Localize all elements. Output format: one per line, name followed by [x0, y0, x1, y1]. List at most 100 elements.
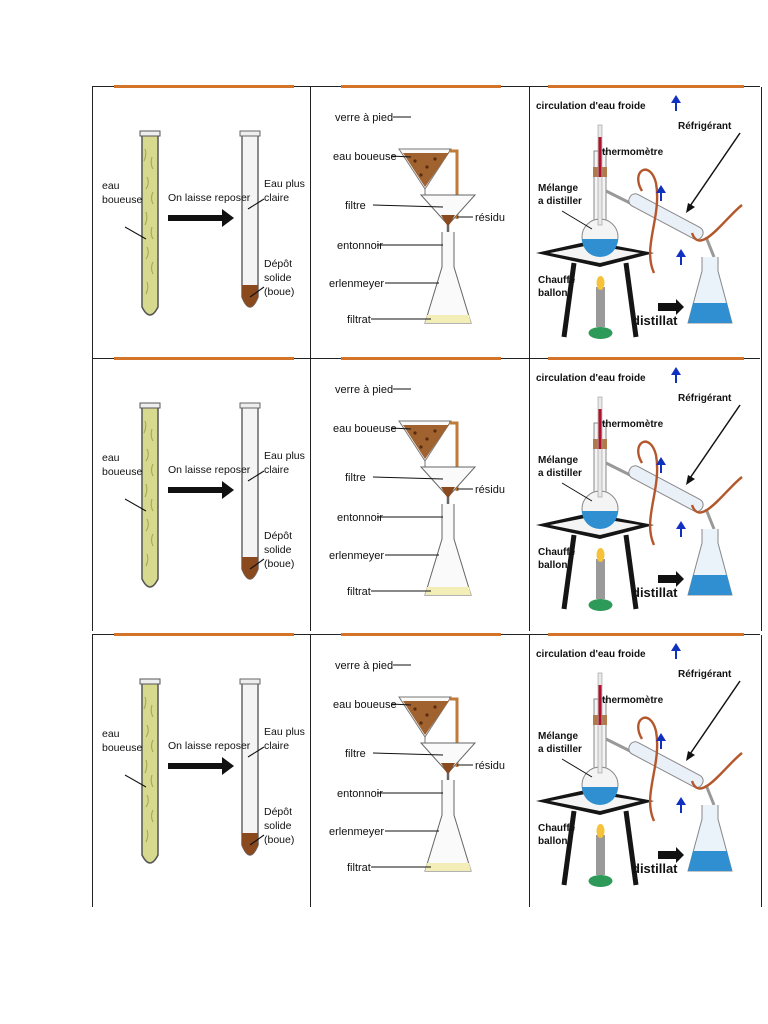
flow-arrows — [656, 367, 686, 537]
label-cold-water: circulation d'eau froide — [536, 649, 646, 660]
big-right-arrow — [168, 209, 234, 227]
flow-arrows — [656, 95, 686, 265]
pointer-line — [372, 204, 444, 208]
bunsen-burner — [588, 276, 613, 339]
water-tube — [637, 440, 659, 546]
big-right-arrow — [168, 481, 234, 499]
pointer-line — [390, 427, 412, 430]
pointer-arrowhead — [686, 475, 695, 485]
receiving-flask — [687, 257, 733, 324]
label-heater-1: Chauffe — [538, 275, 576, 286]
label-let-settle: On laisse reposer — [168, 192, 251, 204]
decantation-panel: eau boueuse On laisse reposer Eau plus c… — [92, 633, 310, 907]
distillation-panel: circulation d'eau froide Réfrigérant the… — [529, 357, 762, 631]
pointer-line — [390, 155, 412, 158]
bunsen-burner — [588, 548, 613, 611]
pointer-line — [124, 498, 147, 512]
label-filter: filtre — [345, 200, 366, 212]
label-erlenmeyer: erlenmeyer — [329, 826, 384, 838]
label-deposit-3: (boue) — [264, 286, 294, 298]
pointer-arrowhead — [686, 751, 695, 761]
pointer-arrowhead — [686, 203, 695, 213]
label-clear-water-1: Eau plus — [264, 178, 305, 190]
label-deposit-1: Dépôt — [264, 530, 292, 542]
panel-top-bar — [548, 85, 744, 88]
pointer-line — [247, 198, 265, 210]
label-clear-water-2: claire — [264, 192, 289, 204]
thermometer — [597, 672, 603, 774]
filtration-panel: verre à pied eau boueuse filtre résidu e… — [310, 357, 530, 631]
pointer-line — [247, 746, 265, 758]
label-cold-water: circulation d'eau froide — [536, 373, 646, 384]
flow-arrows — [656, 643, 686, 813]
label-deposit-2: solide — [264, 272, 292, 284]
distillate-arrow — [658, 847, 684, 863]
label-funnel: entonnoir — [337, 788, 383, 800]
muddy-glass — [398, 148, 452, 199]
label-let-settle: On laisse reposer — [168, 740, 251, 752]
label-filtrate: filtrat — [347, 862, 371, 874]
thermometer — [597, 124, 603, 226]
panel-top-bar — [341, 633, 501, 636]
condenser — [605, 737, 716, 806]
label-mixture-1: Mélange — [538, 455, 578, 466]
label-muddy-water-2: boueuse — [102, 194, 142, 206]
label-clear-water-2: claire — [264, 464, 289, 476]
label-mixture-1: Mélange — [538, 183, 578, 194]
panel-top-bar — [548, 357, 744, 360]
pointer-arrow — [687, 404, 741, 482]
label-funnel: entonnoir — [337, 240, 383, 252]
pointer-line — [561, 758, 593, 778]
muddy-glass — [398, 420, 452, 471]
label-erlenmeyer: erlenmeyer — [329, 278, 384, 290]
label-condenser: Réfrigérant — [678, 393, 732, 404]
distillate-arrow — [658, 299, 684, 315]
erlenmeyer-flask — [424, 232, 472, 324]
erlenmeyer-flask — [424, 780, 472, 872]
label-glass: verre à pied — [335, 384, 393, 396]
pointer-arrow — [687, 680, 741, 758]
pointer-line — [372, 752, 444, 756]
label-residue: résidu — [475, 212, 505, 224]
pointer-arrow — [687, 132, 741, 210]
label-distillate: distillat — [632, 313, 678, 328]
label-muddy-water-2: boueuse — [102, 466, 142, 478]
label-muddy-water: eau boueuse — [333, 699, 397, 711]
label-cold-water: circulation d'eau froide — [536, 101, 646, 112]
label-deposit-3: (boue) — [264, 558, 294, 570]
label-muddy-water-1: eau — [102, 180, 120, 192]
experiment-row: eau boueuse On laisse reposer Eau plus c… — [92, 633, 762, 907]
label-glass: verre à pied — [335, 112, 393, 124]
label-thermometer: thermomètre — [602, 695, 664, 706]
panel-top-bar — [114, 85, 294, 88]
pointer-line — [561, 482, 593, 502]
label-muddy-water: eau boueuse — [333, 423, 397, 435]
pointer-line — [249, 834, 265, 846]
label-residue: résidu — [475, 760, 505, 772]
pointer-line — [124, 774, 147, 788]
label-mixture-2: a distiller — [538, 196, 582, 207]
label-filter: filtre — [345, 748, 366, 760]
label-erlenmeyer: erlenmeyer — [329, 550, 384, 562]
pointer-line — [390, 703, 412, 706]
water-tube — [690, 476, 743, 514]
pointer-line — [247, 470, 265, 482]
label-thermometer: thermomètre — [602, 419, 664, 430]
label-condenser: Réfrigérant — [678, 121, 732, 132]
distillation-panel: circulation d'eau froide Réfrigérant the… — [529, 633, 762, 907]
thermometer — [597, 396, 603, 498]
label-filtrate: filtrat — [347, 314, 371, 326]
label-muddy-water-2: boueuse — [102, 742, 142, 754]
label-deposit-2: solide — [264, 820, 292, 832]
label-clear-water-1: Eau plus — [264, 450, 305, 462]
panel-top-bar — [341, 357, 501, 360]
decantation-panel: eau boueuse On laisse reposer Eau plus c… — [92, 85, 310, 359]
pointer-line — [372, 476, 444, 480]
condenser — [605, 189, 716, 258]
water-tube — [690, 752, 743, 790]
erlenmeyer-flask — [424, 504, 472, 596]
label-mixture-1: Mélange — [538, 731, 578, 742]
label-muddy-water-1: eau — [102, 452, 120, 464]
label-heater-2: ballon — [538, 288, 567, 299]
experiment-row: eau boueuse On laisse reposer Eau plus c… — [92, 85, 762, 359]
